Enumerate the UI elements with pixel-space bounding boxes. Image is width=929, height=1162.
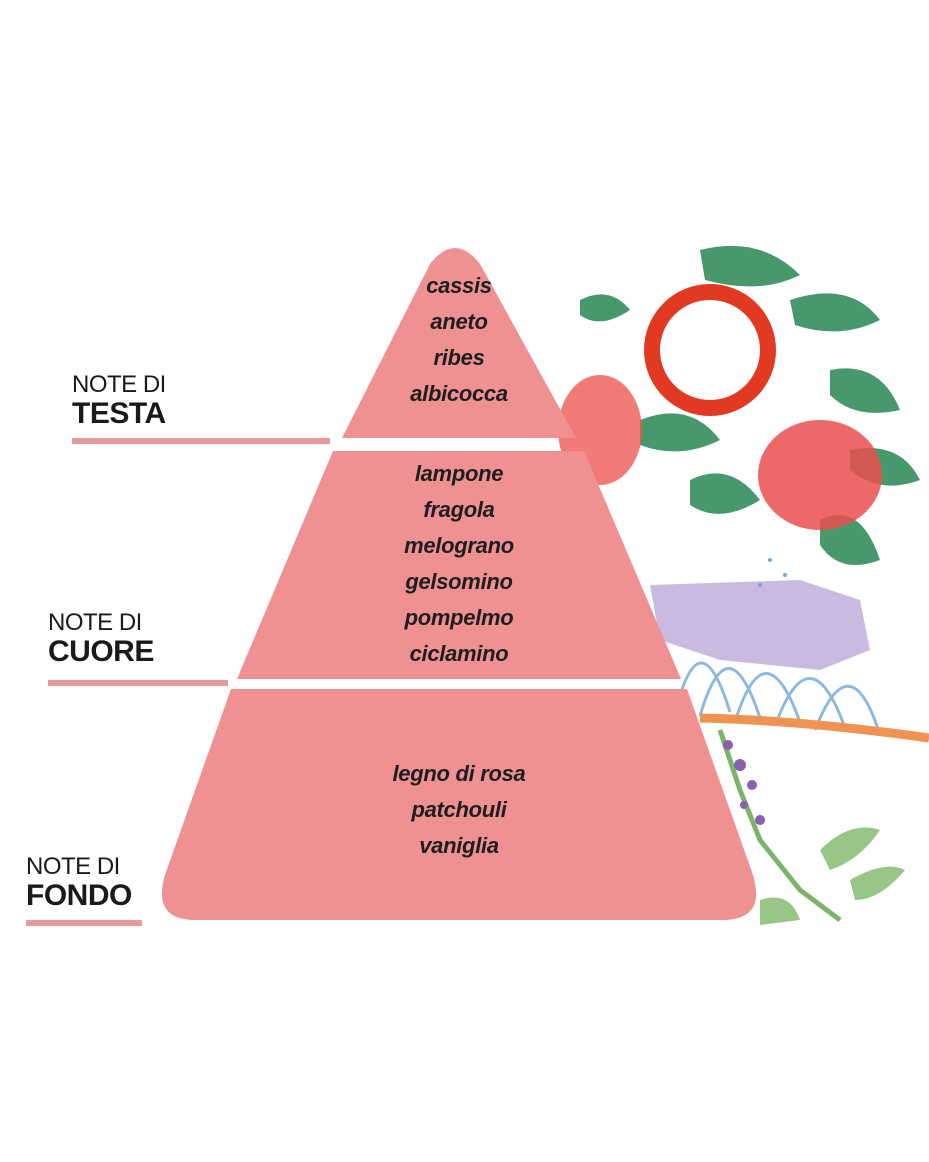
note-item: gelsomino	[405, 569, 513, 594]
note-item: fragola	[423, 497, 495, 522]
notes-cuore: lampone fragola melograno gelsomino pomp…	[334, 456, 584, 672]
note-item: melograno	[404, 533, 514, 558]
label-cuore: NOTE DI CUORE	[48, 610, 154, 668]
note-item: lampone	[414, 461, 504, 486]
note-item: ciclamino	[409, 641, 509, 666]
label-testa: NOTE DI TESTA	[72, 372, 166, 430]
label-cuore-title: CUORE	[48, 635, 154, 668]
note-item: legno di rosa	[392, 761, 526, 786]
label-fondo-prefix: NOTE DI	[26, 853, 120, 880]
note-item: aneto	[430, 309, 488, 334]
label-testa-underline	[72, 438, 330, 444]
note-item: albicocca	[410, 381, 508, 406]
label-fondo-underline	[26, 920, 142, 926]
notes-fondo: legno di rosa patchouli vaniglia	[334, 756, 584, 864]
label-cuore-underline	[48, 680, 228, 686]
note-item: cassis	[426, 273, 492, 298]
label-cuore-prefix: NOTE DI	[48, 609, 142, 636]
pyramid-tier-testa	[342, 248, 576, 438]
pyramid-tier-fondo	[161, 689, 757, 920]
label-fondo-title: FONDO	[26, 879, 132, 912]
note-item: vaniglia	[419, 833, 499, 858]
label-testa-title: TESTA	[72, 397, 166, 430]
label-testa-prefix: NOTE DI	[72, 371, 166, 398]
notes-testa: cassis aneto ribes albicocca	[359, 268, 559, 412]
note-item: pompelmo	[404, 605, 514, 630]
label-fondo: NOTE DI FONDO	[26, 854, 132, 912]
note-item: ribes	[433, 345, 485, 370]
botanical-illustration	[558, 245, 929, 925]
note-item: patchouli	[411, 797, 507, 822]
pyramid-tier-cuore	[237, 451, 681, 679]
